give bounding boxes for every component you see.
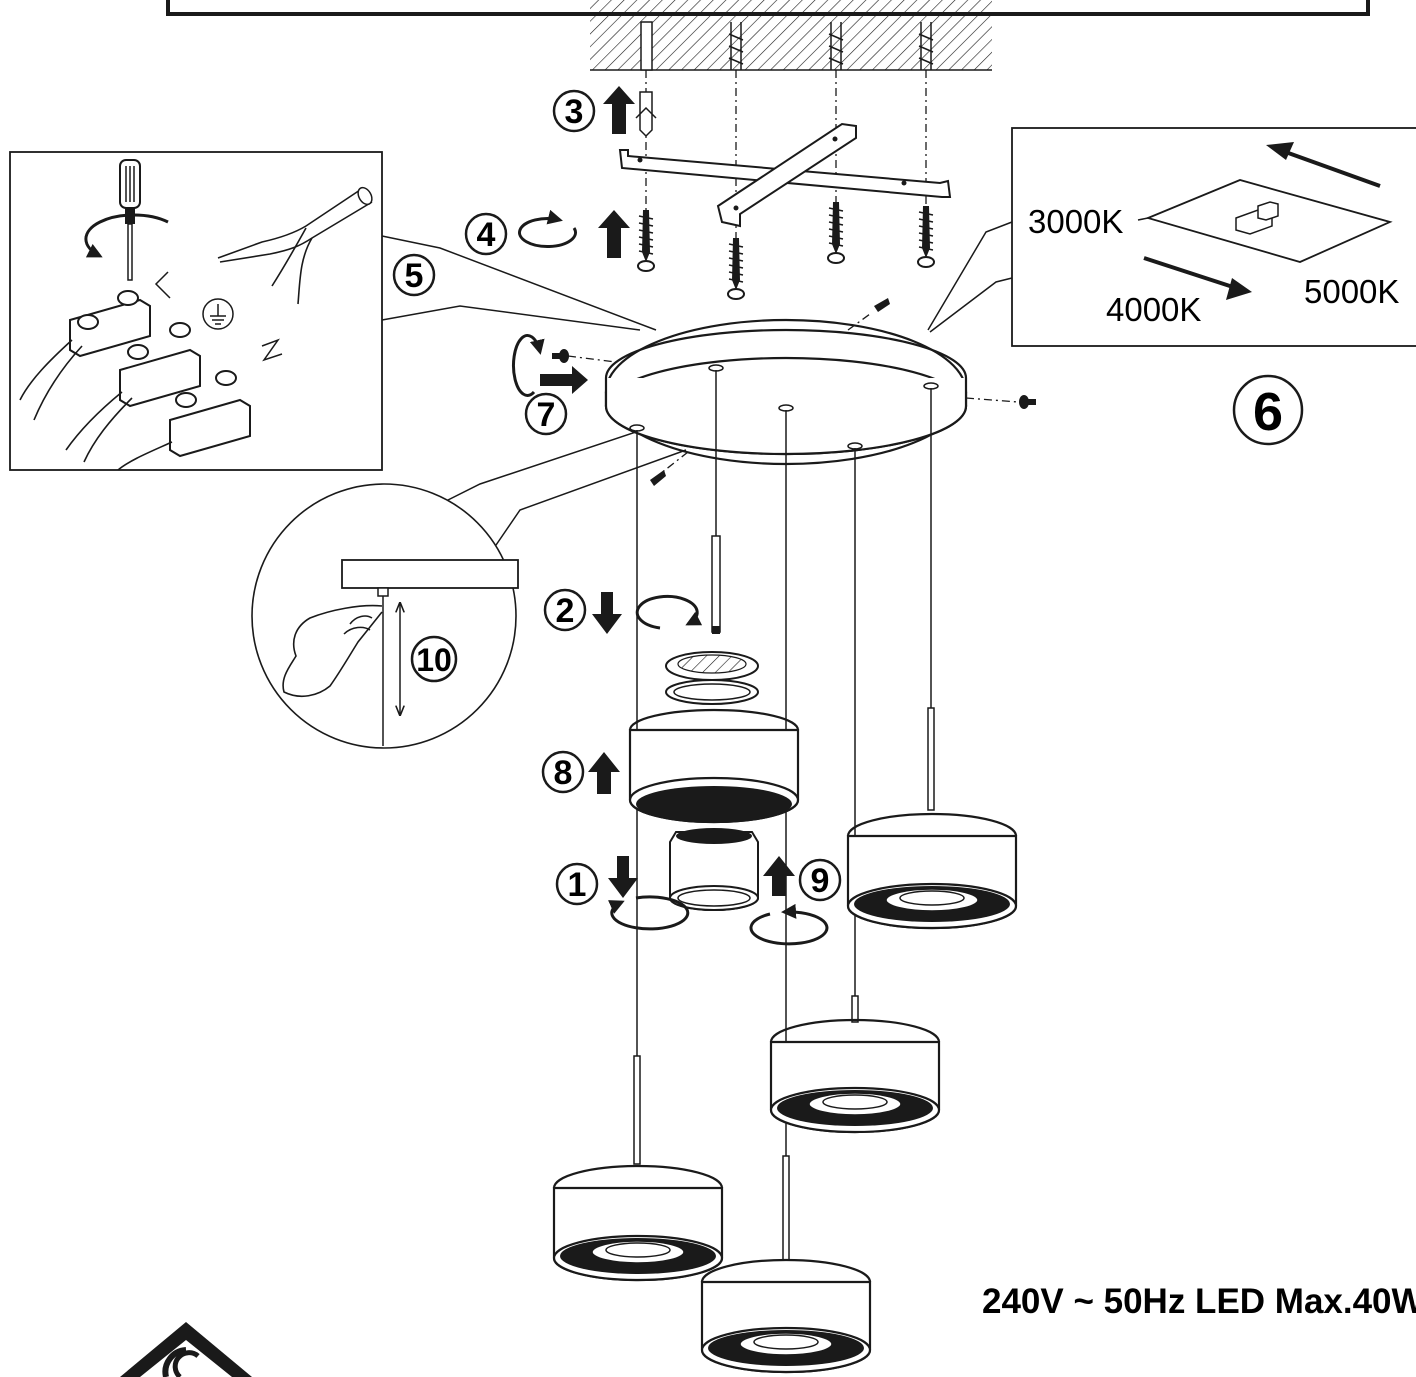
terminal-blocks	[19, 290, 251, 471]
step-8-marker: 8	[541, 750, 620, 794]
step-9-marker: 9	[749, 856, 842, 946]
step-3-label: 3	[565, 93, 584, 131]
screwdriver-icon	[84, 159, 169, 281]
electrical-rating: 240V ~ 50Hz LED Max.40W	[982, 1282, 1416, 1321]
pendant-center	[769, 995, 941, 1134]
step-2-marker: 2	[543, 588, 703, 634]
step-5-label: 5	[405, 257, 424, 295]
step-8-label: 8	[554, 754, 573, 792]
cable-adjust-detail	[251, 431, 687, 749]
step-6-marker: 6	[1232, 374, 1304, 446]
step-3-marker: 3	[552, 86, 635, 134]
neutral-mark	[261, 338, 283, 362]
exploded-pendant	[628, 535, 800, 911]
ceiling-hatch	[590, 0, 992, 71]
temp-5000k-label: 5000K	[1304, 273, 1399, 310]
pendant-right	[846, 707, 1018, 930]
wall-plug-detail	[635, 91, 657, 138]
step-10-label: 10	[416, 642, 452, 678]
led-module	[665, 651, 759, 705]
live-mark	[154, 271, 171, 299]
wiring-inset	[9, 151, 383, 471]
step-4-marker: 4	[464, 209, 630, 258]
step-2-label: 2	[556, 592, 575, 630]
pendant-left	[552, 1055, 724, 1282]
canopy	[604, 318, 968, 466]
step-1-marker: 1	[555, 856, 690, 931]
exploded-shade	[628, 708, 800, 824]
supply-cable	[217, 186, 373, 305]
temp-4000k-label: 4000K	[1106, 291, 1201, 328]
earth-symbol	[202, 298, 234, 330]
inset-leader-lines	[381, 235, 657, 331]
step-7-marker: 7	[511, 334, 588, 436]
step-4-label: 4	[477, 216, 496, 254]
pendant-bottom	[700, 1155, 872, 1374]
canopy-side-screws	[552, 298, 1036, 486]
step-1-label: 1	[568, 866, 587, 904]
step-10-marker: 10	[410, 635, 458, 683]
color-temp-inset: 3000K 4000K 5000K	[927, 127, 1416, 347]
bracket-screws	[637, 202, 935, 300]
temp-3000k-label: 3000K	[1028, 203, 1123, 240]
step-9-label: 9	[811, 862, 830, 900]
exploded-inner-cylinder	[669, 828, 759, 911]
suspension-points	[629, 364, 939, 450]
step-7-label: 7	[537, 396, 556, 434]
step-6-label: 6	[1253, 382, 1283, 442]
step-5-marker: 5	[392, 253, 436, 297]
mounting-bracket	[618, 122, 952, 228]
certification-mark-icon	[120, 1322, 252, 1377]
